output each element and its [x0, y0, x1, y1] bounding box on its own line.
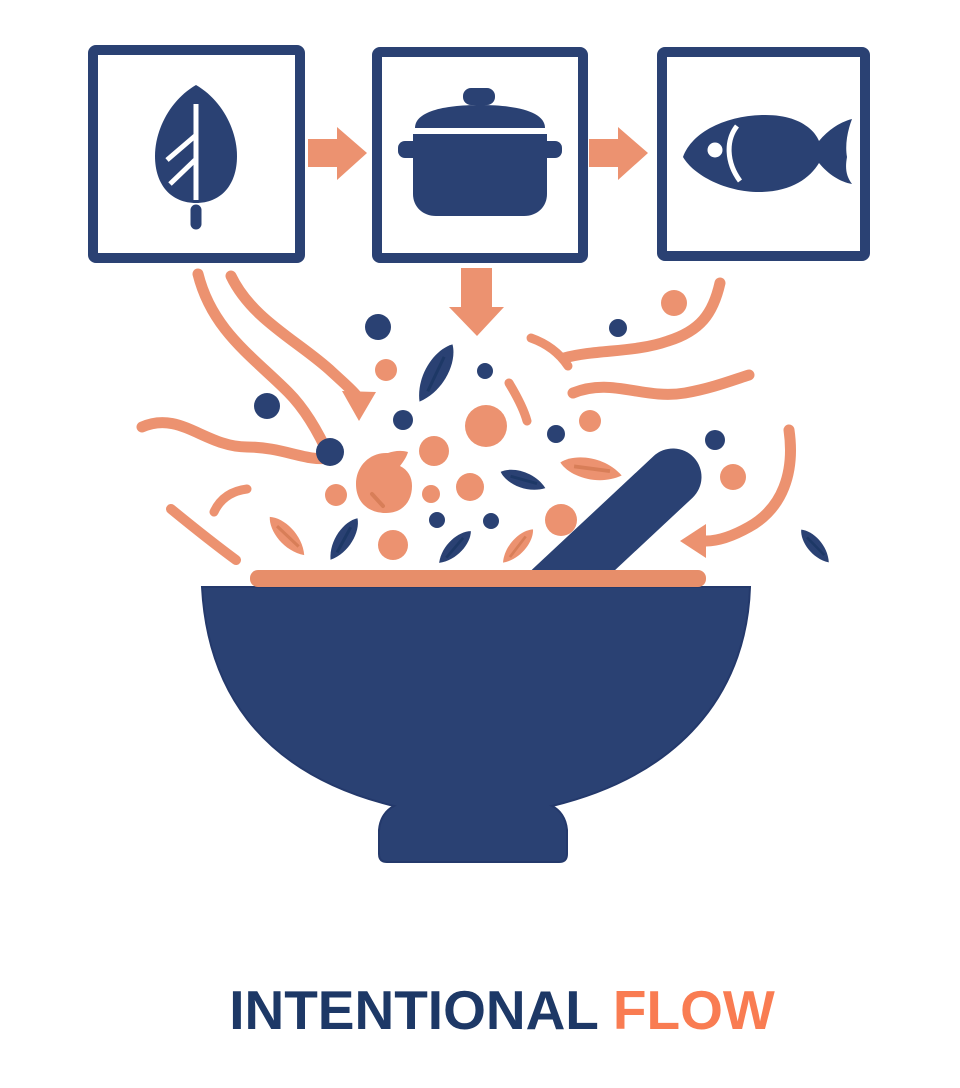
step-box-fish	[657, 47, 870, 261]
leaf-navy	[439, 531, 471, 563]
ingredient-dot	[547, 425, 565, 443]
ingredient-peach	[356, 450, 412, 513]
arrow-down-icon	[449, 268, 504, 336]
ingredient-dot	[378, 530, 408, 560]
ingredient-leaves	[269, 344, 829, 563]
ingredient-dot	[720, 464, 746, 490]
ingredient-dot	[477, 363, 493, 379]
fish-icon	[683, 114, 852, 193]
ingredient-dot	[661, 290, 687, 316]
swirl-arrowhead-left	[680, 524, 706, 558]
step-box-pot	[372, 47, 588, 263]
swirl-right-top	[558, 277, 726, 364]
pot-icon	[398, 88, 562, 216]
arrow-right-icon	[308, 127, 367, 180]
leaf-orange	[560, 457, 622, 481]
box-frame	[372, 47, 588, 263]
swirl-left-wavy	[136, 417, 335, 465]
title-word-accent: FLOW	[612, 979, 775, 1041]
ingredient-dot	[316, 438, 344, 466]
box-frame	[657, 47, 870, 261]
mortar-bowl	[200, 586, 752, 863]
leaf-navy	[500, 469, 546, 490]
swirl-arrowhead-down	[342, 391, 376, 421]
leaf-orange	[502, 529, 534, 563]
ingredient-dots-orange	[325, 290, 746, 560]
leaf-orange	[269, 516, 305, 556]
swirl-left-long	[192, 268, 336, 464]
swirl-right-arc	[700, 424, 796, 547]
ingredient-dots-navy	[254, 314, 725, 529]
swirl-right-wavy	[567, 369, 755, 400]
bowl-rim	[250, 570, 706, 587]
step-box-leaf	[88, 45, 305, 263]
swirl-arrow-curve	[225, 270, 362, 401]
ingredient-dot	[609, 319, 627, 337]
ingredient-dot	[579, 410, 601, 432]
leaf-navy-large	[419, 344, 454, 402]
ingredient-dot	[375, 359, 397, 381]
ingredient-dot	[456, 473, 484, 501]
leaf-navy	[330, 518, 358, 560]
title-word-primary: INTENTIONAL	[229, 979, 599, 1041]
flow-swirls	[136, 268, 796, 565]
ingredient-dot	[422, 485, 440, 503]
small-arc-2	[504, 378, 532, 426]
box-frame	[88, 45, 305, 263]
ingredient-dot	[465, 405, 507, 447]
ingredient-dot	[393, 410, 413, 430]
ingredient-dot	[429, 512, 445, 528]
ingredient-dot	[483, 513, 499, 529]
ingredient-dot	[419, 436, 449, 466]
ingredient-dot	[365, 314, 391, 340]
small-arc-4	[166, 504, 241, 565]
leaf-icon	[155, 85, 237, 230]
ingredient-dot	[254, 393, 280, 419]
small-arc-1	[526, 333, 573, 371]
arrow-right-icon	[589, 127, 648, 180]
ingredient-dot	[325, 484, 347, 506]
ingredient-dot	[545, 504, 577, 536]
leaf-navy	[801, 529, 829, 563]
small-arc-3	[209, 484, 252, 517]
ingredient-dot	[705, 430, 725, 450]
